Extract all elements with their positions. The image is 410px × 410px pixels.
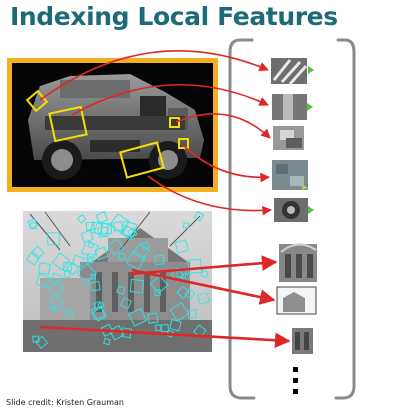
feature-frame (80, 229, 94, 244)
feature-box (119, 141, 165, 179)
feature-frame (30, 245, 45, 260)
database-bracket (228, 38, 356, 400)
feature-frame (121, 225, 137, 241)
feature-box (169, 117, 180, 128)
feature-frame (125, 250, 146, 271)
feature-frame (193, 324, 207, 338)
vertical-ellipsis-icon (293, 367, 298, 394)
feature-frame (90, 305, 106, 321)
slide-credit: Slide credit: Kristen Grauman (6, 398, 124, 407)
feature-frame (141, 241, 150, 251)
feature-frame (109, 213, 130, 234)
feature-frame (71, 254, 85, 268)
feature-frame (65, 308, 75, 318)
feature-frame (25, 251, 41, 266)
feature-frame (118, 253, 126, 261)
feature-frame (132, 243, 150, 260)
feature-frame (103, 337, 111, 346)
feature-frame (187, 258, 203, 274)
feature-frame (128, 307, 148, 327)
feature-frame (107, 238, 125, 256)
patch-8 (292, 328, 313, 354)
building-feature-frames (25, 210, 210, 349)
match-arrow (147, 175, 272, 216)
feature-frame (63, 270, 71, 278)
database-patches-building (276, 243, 317, 354)
feature-frame (169, 302, 190, 322)
feature-frame (76, 214, 87, 224)
feature-frame (27, 218, 39, 229)
feature-frame (51, 252, 71, 271)
match-arrows-building (39, 255, 291, 348)
feature-frame (108, 324, 125, 341)
patch-5 (274, 198, 314, 222)
patch-4 (272, 160, 308, 190)
match-arrow (39, 325, 291, 348)
feature-frame (119, 297, 132, 310)
feature-frame (95, 211, 109, 224)
match-arrow (183, 145, 270, 183)
patch-7 (276, 286, 317, 315)
feature-frame (85, 221, 95, 231)
feature-frame (76, 263, 98, 284)
feature-frame (147, 312, 159, 324)
patch-6 (279, 243, 317, 282)
feature-frame (81, 240, 100, 259)
feature-frame (63, 262, 73, 272)
feature-frame (182, 222, 190, 229)
feature-frame (89, 280, 101, 292)
feature-frame (187, 309, 198, 319)
feature-frame (184, 288, 196, 300)
feature-frame (197, 292, 210, 305)
feature-frame (49, 272, 63, 286)
feature-frame (176, 285, 190, 300)
feature-frame (129, 279, 144, 294)
match-arrows-truck (39, 49, 272, 216)
feature-frame (169, 319, 182, 332)
feature-frame (100, 323, 114, 337)
slide-title: Indexing Local Features (10, 2, 338, 31)
feature-box (25, 89, 49, 113)
feature-frame (90, 273, 96, 280)
feature-frame (160, 324, 169, 333)
patch-1 (271, 58, 314, 85)
feature-frame (154, 254, 165, 266)
feature-frame (90, 221, 104, 235)
feature-frame (87, 257, 93, 264)
match-arrow (131, 268, 276, 305)
feature-frame (149, 275, 169, 294)
truck-query-image (7, 58, 218, 192)
feature-frame (193, 210, 205, 222)
feature-frame (155, 324, 162, 331)
feature-frame (94, 246, 109, 261)
match-arrow (71, 83, 269, 116)
feature-frame (116, 285, 126, 295)
feature-frame (50, 305, 58, 313)
feature-frame (49, 296, 64, 311)
feature-frame (47, 232, 61, 246)
feature-frame (174, 239, 189, 254)
feature-box (178, 138, 189, 149)
feature-frame (48, 280, 66, 297)
feature-frame (92, 306, 108, 322)
database-patches-truck (271, 58, 314, 222)
toy-truck-photo (28, 74, 204, 180)
feature-frame (37, 262, 51, 276)
patch-2 (272, 94, 313, 120)
feature-box (48, 105, 88, 143)
feature-frame (35, 273, 51, 289)
feature-frame (93, 300, 103, 311)
match-arrow (175, 113, 271, 139)
match-arrow (39, 49, 269, 101)
feature-frame (200, 269, 209, 279)
feature-frame (35, 335, 49, 349)
match-arrow (129, 255, 278, 276)
patch-3 (273, 126, 304, 150)
